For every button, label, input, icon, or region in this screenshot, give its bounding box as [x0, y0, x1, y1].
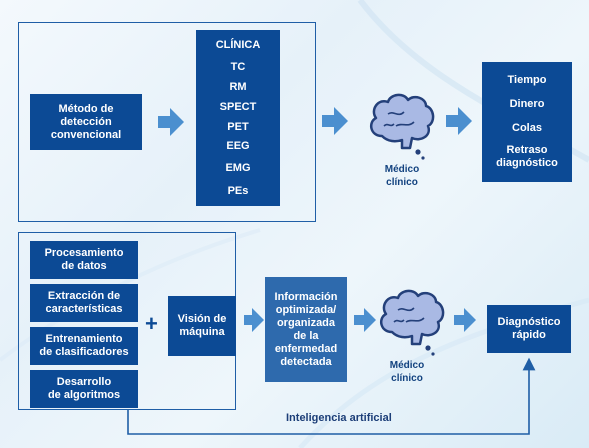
step-desarrollo: Desarrollo de algoritmos — [30, 370, 138, 408]
ai-label: Inteligencia artificial — [286, 412, 392, 424]
step-extraccion: Extracción de características — [30, 284, 138, 322]
modalities-box: CLÍNICA TC RM SPECT PET EEG EMG PEs — [196, 30, 280, 206]
modality-emg: EMG — [225, 162, 251, 174]
conventional-method-box: Método de detección convencional — [30, 94, 142, 150]
conventional-frame — [18, 22, 316, 222]
outcome-colas: Colas — [512, 122, 542, 134]
fast-diagnosis-box: Diagnóstico rápido — [487, 305, 571, 353]
outcome-retraso: Retraso diagnóstico — [496, 144, 558, 169]
machine-vision-box: Visión de máquina — [168, 296, 236, 356]
clinician-label-top: Médico clínico — [384, 164, 420, 188]
plus-sign: + — [145, 311, 158, 336]
modality-rm: RM — [229, 81, 247, 93]
outcome-tiempo: Tiempo — [507, 74, 547, 86]
modality-pes: PEs — [227, 185, 249, 197]
modality-spect: SPECT — [219, 101, 257, 113]
modality-clinica: CLÍNICA — [215, 39, 261, 51]
modality-eeg: EEG — [226, 140, 250, 152]
clinician-label-bottom: Médico clínico — [389, 360, 425, 384]
step-procesamiento: Procesamiento de datos — [30, 241, 138, 279]
modality-pet: PET — [227, 121, 249, 133]
modality-tc: TC — [230, 61, 246, 73]
optimized-info-box: Información optimizada/ organizada de la… — [265, 277, 347, 382]
outcomes-box: Tiempo Dinero Colas Retraso diagnóstico — [482, 62, 572, 182]
outcome-dinero: Dinero — [509, 98, 545, 110]
step-entrenamiento: Entrenamiento de clasificadores — [30, 327, 138, 365]
